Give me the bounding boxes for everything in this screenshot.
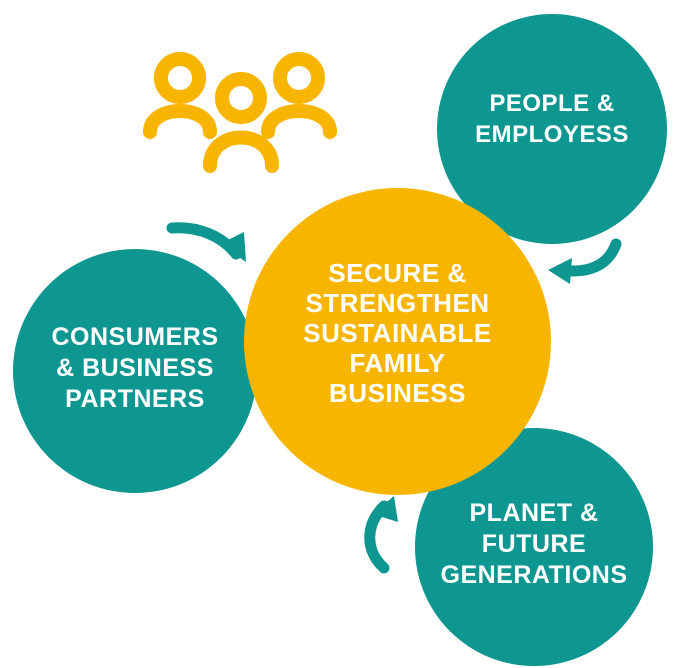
right-person-body (261, 104, 337, 139)
label-line: FAMILY (349, 347, 446, 378)
label-line: FUTURE (481, 529, 587, 558)
consumers-partners-label: CONSUMERS & BUSINESS PARTNERS (51, 322, 218, 415)
label-line: PARTNERS (65, 384, 205, 413)
label-line: & BUSINESS (56, 353, 214, 382)
label-line: PEOPLE & (489, 90, 615, 117)
curved-arrow-icon (364, 496, 398, 574)
left-person-body (143, 104, 217, 139)
label-line: GENERATIONS (440, 560, 628, 589)
consumers-partners-node: CONSUMERS & BUSINESS PARTNERS (13, 249, 257, 493)
planet-future-label: PLANET & FUTURE GENERATIONS (441, 498, 628, 591)
center-person-head (215, 72, 267, 124)
center-person-body (203, 130, 279, 173)
center-business-label: SECURE & STRENGTHEN SUSTAINABLE FAMILY B… (303, 258, 491, 408)
curved-arrow-icon (166, 222, 246, 262)
planet-future-node: PLANET & FUTURE GENERATIONS (415, 428, 653, 666)
people-employees-node: PEOPLE & EMPLOYESS (437, 14, 667, 244)
label-line: SUSTAINABLE (303, 317, 492, 348)
label-line: EMPLOYESS (475, 121, 629, 148)
left-person-head (154, 52, 206, 104)
right-person-head (273, 52, 325, 104)
label-line: BUSINESS (329, 377, 466, 408)
curved-arrow-icon (548, 238, 622, 284)
center-business-node: SECURE & STRENGTHEN SUSTAINABLE FAMILY B… (244, 188, 551, 495)
label-line: SECURE & (328, 257, 467, 288)
label-line: CONSUMERS (51, 322, 219, 351)
label-line: PLANET & (469, 498, 599, 527)
people-employees-label: PEOPLE & EMPLOYESS (475, 88, 629, 150)
family-people-icon (143, 52, 337, 173)
label-line: STRENGTHEN (305, 287, 490, 318)
